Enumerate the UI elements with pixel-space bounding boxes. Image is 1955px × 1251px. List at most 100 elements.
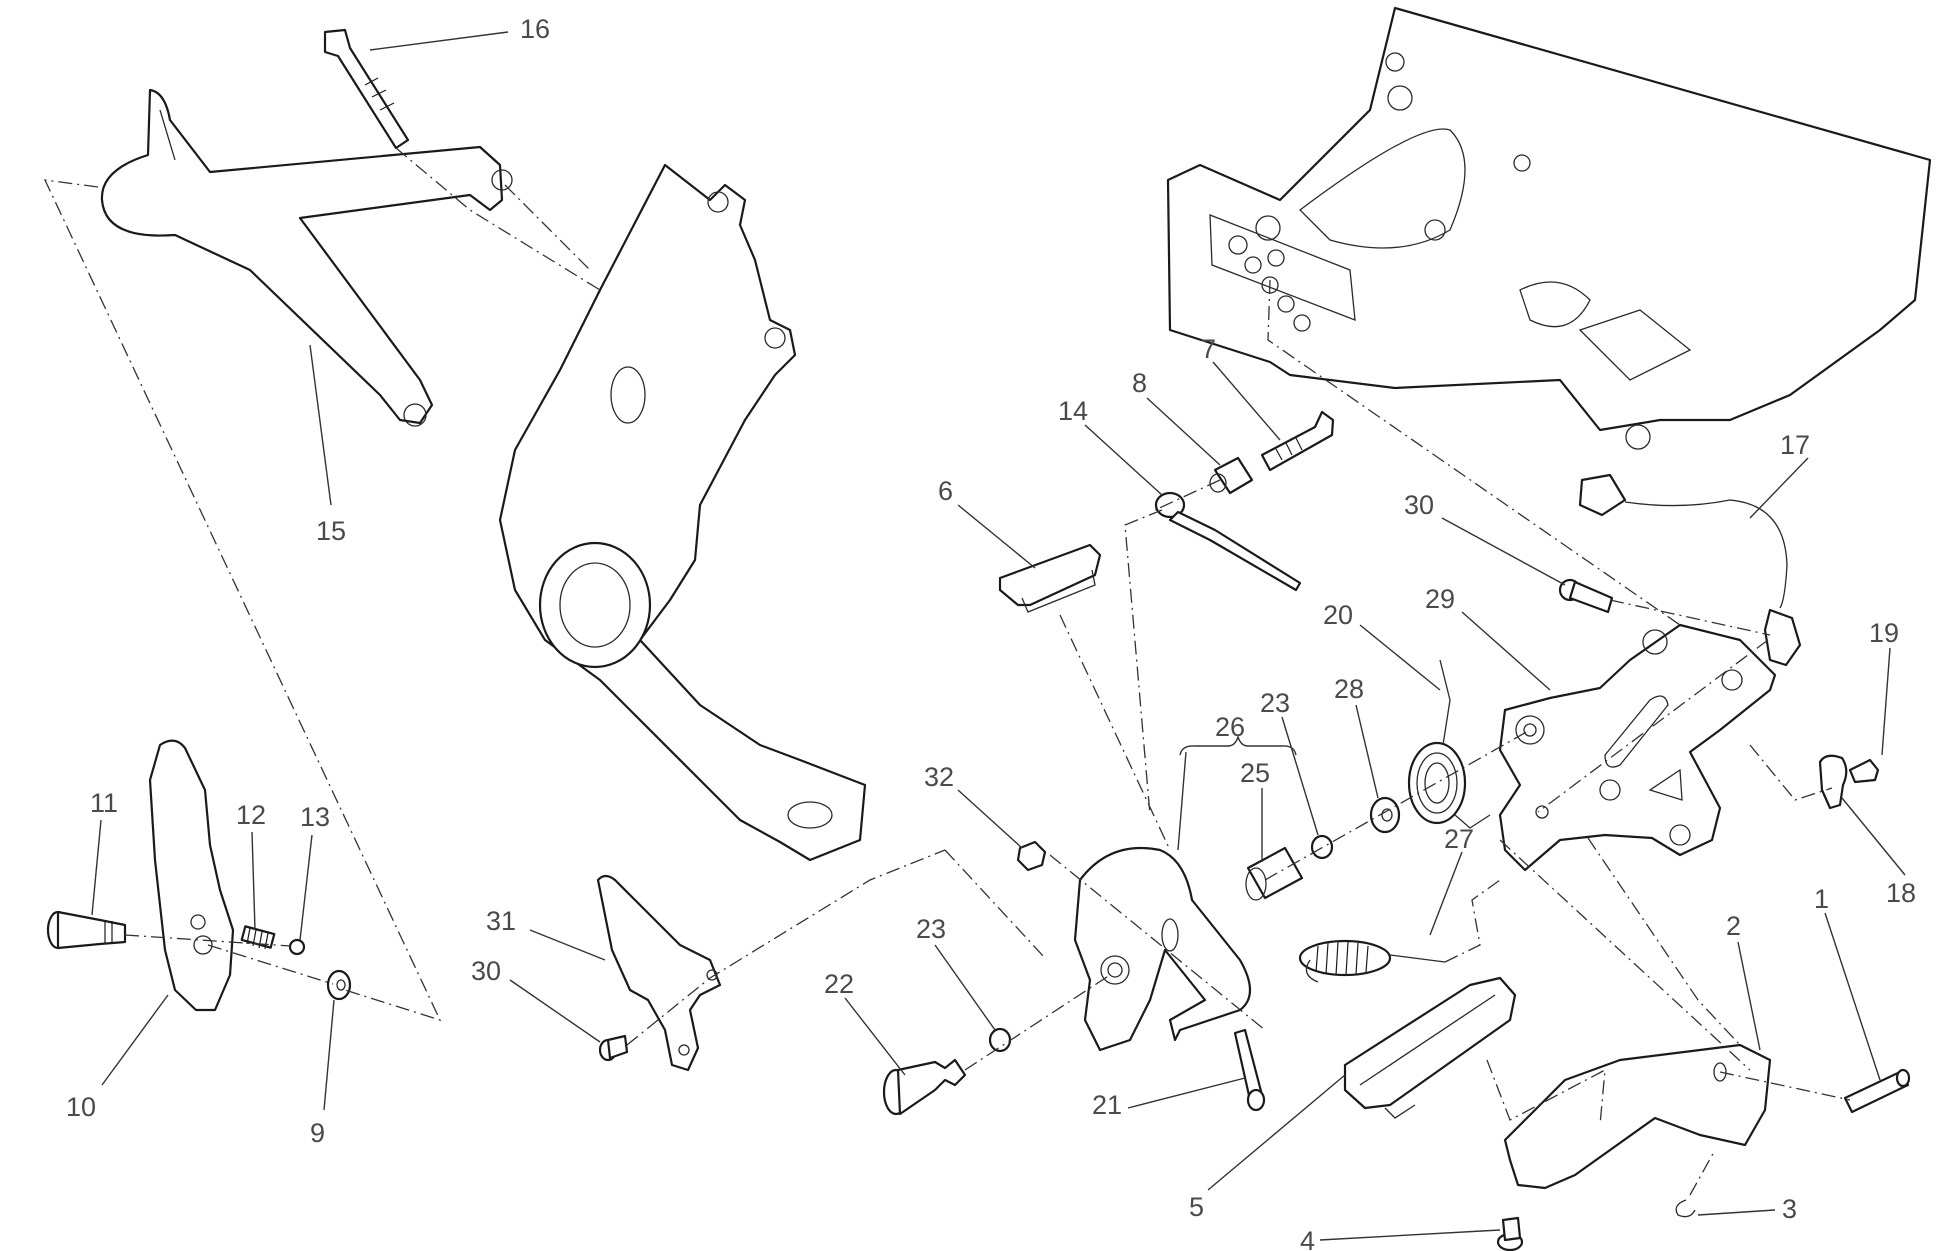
callout-24: 25 [1240, 758, 1270, 788]
leader-16 [369, 31, 509, 51]
callout-12: 12 [236, 800, 266, 830]
callout-11: 11 [90, 788, 118, 818]
callout-21: 21 [1092, 1090, 1122, 1120]
pivot-pin-11 [46, 910, 127, 950]
screw-30 [598, 1034, 629, 1062]
leader-28 [1461, 611, 1551, 691]
leader-1 [1824, 912, 1881, 1081]
leader-11 [91, 819, 102, 916]
bracket-31 [596, 874, 722, 1072]
leader-20 [1359, 624, 1441, 691]
callout-19: 19 [1869, 618, 1899, 648]
callout-4: 4 [1300, 1226, 1315, 1251]
return-spring-26 [1298, 939, 1446, 983]
callout-16: 16 [520, 14, 550, 44]
leader-19 [1881, 647, 1891, 756]
leader-7 [1212, 361, 1281, 441]
leader-23b [934, 944, 996, 1031]
leader-21 [1127, 1077, 1246, 1109]
leader-25 [1177, 751, 1187, 851]
footpeg-rubber-5 [1343, 976, 1517, 1119]
leader-32 [957, 789, 1023, 849]
pedal-bracket-28 [1498, 623, 1777, 872]
leader-26 [1429, 851, 1463, 936]
o-ring-23b [988, 1027, 1012, 1053]
brake-light-switch-17 [1578, 473, 1802, 667]
leader-9 [323, 999, 335, 1111]
bushing-8 [1209, 456, 1254, 495]
callout-30: 30 [471, 956, 501, 986]
leader-3 [1697, 1209, 1776, 1216]
bolt-16 [323, 28, 410, 150]
screw-19 [1848, 758, 1880, 784]
callout-28: 29 [1425, 584, 1455, 614]
callout-6: 6 [938, 476, 953, 506]
callout-7: 7 [1201, 334, 1216, 364]
pin-1 [1843, 1068, 1911, 1114]
leader-29 [1441, 517, 1566, 586]
callout-32: 32 [924, 762, 954, 792]
leader-lines [91, 31, 1906, 1241]
frame-subframe [1166, 6, 1932, 450]
leader-23a [1281, 716, 1319, 836]
ball-13 [288, 938, 306, 956]
callout-22: 22 [824, 969, 854, 999]
callout-17: 17 [1780, 430, 1810, 460]
callout-25: 26 [1215, 712, 1245, 742]
bolt-29 [1558, 578, 1614, 614]
clip-3 [1675, 1199, 1696, 1218]
callout-2: 2 [1726, 911, 1741, 941]
leader-27 [1355, 704, 1379, 799]
callout-5: 5 [1189, 1192, 1204, 1222]
heel-guard-plate [498, 163, 867, 862]
pin-21 [1233, 1028, 1266, 1112]
callout-14: 14 [1058, 396, 1088, 426]
passenger-peg-hanger [100, 88, 513, 427]
leader-13 [299, 834, 313, 941]
leader-22 [844, 997, 906, 1076]
callout-23b: 23 [916, 914, 946, 944]
pad-6 [998, 543, 1102, 613]
leader-14 [1084, 424, 1163, 496]
leader-10 [101, 994, 169, 1086]
callout-27: 28 [1334, 674, 1364, 704]
callout-31: 31 [486, 906, 516, 936]
nut-32 [1016, 840, 1047, 872]
brake-pedal-25 [1073, 846, 1252, 1052]
leader-2 [1737, 941, 1761, 1051]
footpeg-holder-2 [1503, 1043, 1772, 1190]
callout-20: 20 [1323, 600, 1353, 630]
spring-12 [240, 925, 276, 950]
leader-4 [1319, 1229, 1501, 1241]
leader-8 [1146, 397, 1221, 466]
torsion-spring-20 [1407, 659, 1491, 829]
leader-30 [509, 979, 601, 1043]
callout-labels: 16 15 11 12 13 10 9 31 30 32 6 14 8 7 26… [66, 14, 1916, 1251]
clip-18 [1818, 754, 1848, 810]
leader-15 [309, 344, 332, 506]
bushing-24 [1245, 846, 1304, 901]
washer-9 [326, 969, 352, 1001]
leader-6 [957, 504, 1036, 569]
footpeg-10 [148, 739, 235, 1012]
callout-10: 10 [66, 1092, 96, 1122]
callout-18: 18 [1886, 878, 1916, 908]
washer-27 [1369, 796, 1401, 834]
callout-8: 8 [1132, 368, 1147, 398]
bolt-22 [882, 1058, 967, 1116]
leader-5 [1207, 1074, 1346, 1191]
callout-15: 15 [316, 516, 346, 546]
screw-4 [1496, 1216, 1524, 1251]
callout-9: 9 [310, 1118, 325, 1148]
leader-31 [529, 929, 606, 961]
callout-1: 1 [1814, 884, 1829, 914]
leader-12 [251, 831, 256, 931]
callout-3: 3 [1782, 1194, 1797, 1224]
bolt-7 [1260, 410, 1335, 472]
leader-17 [1749, 457, 1809, 519]
callout-23a: 23 [1260, 688, 1290, 718]
clevis-14 [1154, 491, 1302, 592]
assembly-axis-lines [43, 147, 1851, 1196]
leader-18 [1841, 797, 1906, 876]
